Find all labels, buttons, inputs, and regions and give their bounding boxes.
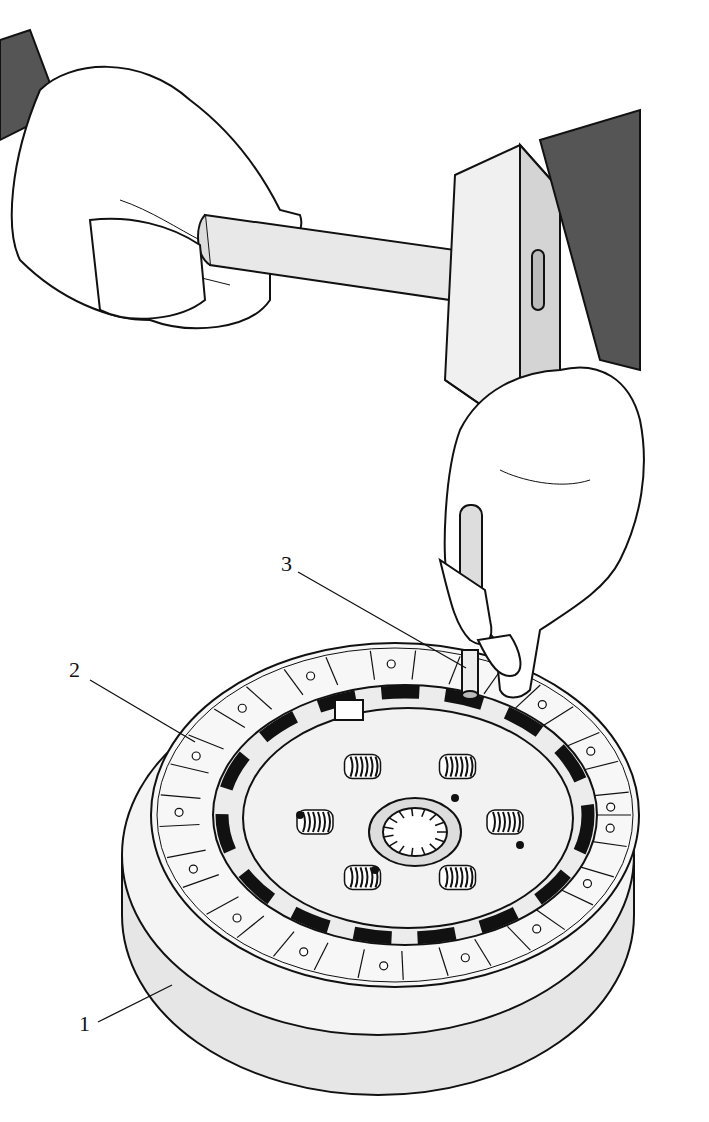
callout-number: 1 <box>76 1012 93 1036</box>
clutch-disc <box>151 643 639 987</box>
left-arm <box>0 30 301 328</box>
callout-number: 2 <box>66 658 83 682</box>
callout-number: 3 <box>278 552 295 576</box>
punch-fingers <box>440 560 520 676</box>
hammer <box>90 145 560 425</box>
leader-lines <box>90 572 466 1022</box>
